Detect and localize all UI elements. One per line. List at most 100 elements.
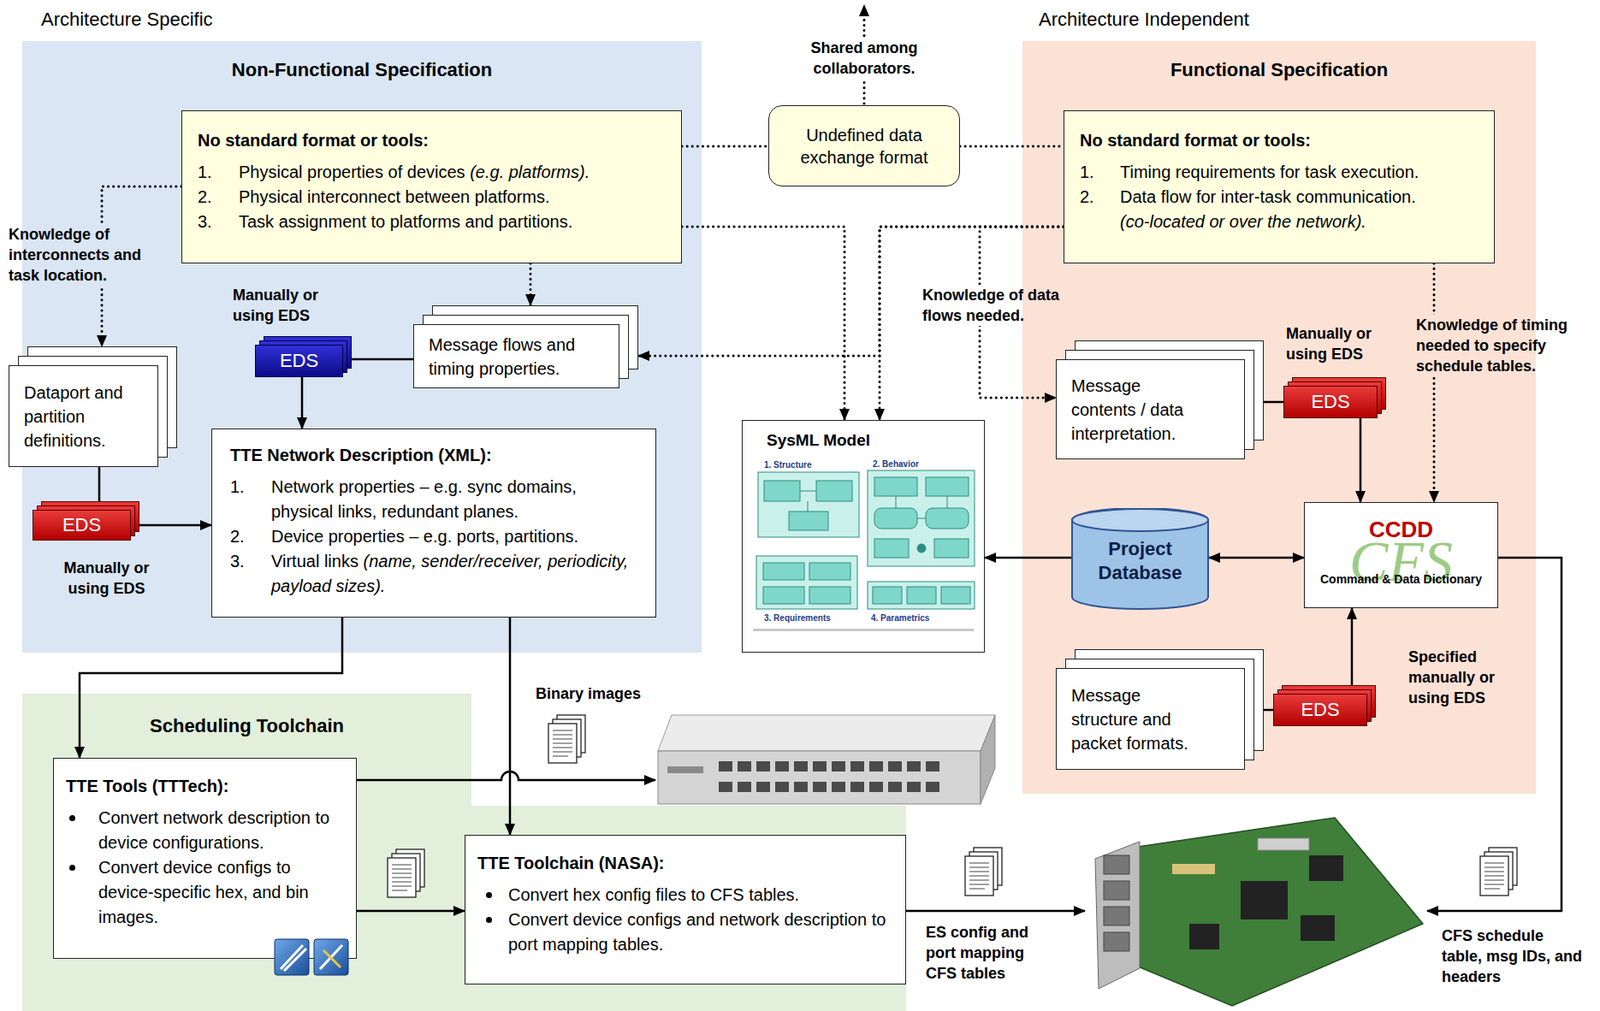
annotation: Knowledge of data flows needed.	[922, 284, 1081, 326]
item-text: Physical properties of devices	[238, 162, 466, 182]
document-icons	[387, 715, 1518, 898]
static-arrows	[356, 557, 1562, 912]
item-note: (co-located or over the network).	[1120, 209, 1479, 235]
box-heading: TTE Tools (TTTech):	[65, 774, 346, 800]
eds-label: EDS	[1310, 391, 1350, 414]
connector	[1244, 401, 1284, 404]
connector	[960, 145, 1064, 149]
item-text: Data flow for inter-task communication.	[1120, 187, 1417, 207]
diagram-part-label: 1. Structure	[764, 459, 812, 471]
annotation: CFS schedule table, msg IDs, and headers	[1441, 925, 1583, 988]
connector	[509, 617, 512, 836]
item-number: 1.	[1079, 160, 1095, 185]
connector	[979, 226, 1064, 398]
shared-arrow	[864, 5, 866, 104]
note-line	[752, 628, 974, 632]
document-label: Dataport and partition definitions.	[8, 375, 159, 458]
item-text: Convert device configs and network descr…	[508, 910, 886, 955]
diagram-part-label: 3. Requirements	[764, 612, 831, 624]
item-text: Timing requirements for task execution.	[1120, 162, 1419, 182]
database-label: Project Database	[1071, 508, 1209, 586]
connector	[1359, 418, 1363, 503]
connector	[1208, 557, 1304, 560]
list-item: Convert device configs to device-specifi…	[65, 855, 346, 931]
annotation: Manually or using EDS	[232, 284, 340, 326]
connector	[529, 263, 533, 306]
annotation: Specified manually or using EDS	[1408, 646, 1524, 709]
connector	[1351, 608, 1354, 694]
document-stack: Message flows and timing properties.	[413, 324, 620, 389]
network-switch	[657, 715, 996, 805]
logo-subtitle: Command & Data Dictionary	[1304, 571, 1498, 587]
document-stack: Message contents / data interpretation.	[1055, 359, 1245, 460]
section-title: Architecture Specific	[41, 6, 214, 32]
eds-stack: EDS	[1283, 385, 1378, 419]
list-item: Convert device configs and network descr…	[477, 907, 894, 958]
database-cylinder: Project Database	[1071, 508, 1209, 611]
process-box: TTE Network Description (XML):1.Network …	[211, 428, 657, 618]
list-item: 2. Physical interconnect between platform…	[197, 184, 666, 210]
item-text: Convert network description to device co…	[98, 808, 330, 853]
circuit-board	[1095, 817, 1423, 1007]
connector	[101, 186, 182, 347]
item-number: 1.	[230, 474, 245, 500]
connector	[681, 145, 769, 149]
list-item: 2. Data flow for inter-task communication…	[1079, 184, 1479, 235]
annotation: Manually or using EDS	[1285, 323, 1393, 365]
item-text: Physical interconnect between platforms.	[238, 187, 551, 207]
list-item: 3.Virtual links(name, sender/receiver, p…	[230, 549, 640, 599]
item-text: Convert device configs to device-specifi…	[98, 858, 309, 927]
region-heading: Scheduling Toolchain	[22, 714, 472, 739]
document-stack: Dataport and partition definitions.	[8, 365, 159, 468]
bullet-dot	[69, 865, 76, 872]
connector	[638, 226, 1064, 356]
note-box: No standard format or tools: 1. Timing req…	[1063, 110, 1495, 264]
eds-stack: EDS	[1273, 693, 1368, 727]
box-label: Undefined data exchange format	[782, 124, 946, 169]
list-item: Convert hex config files to CFS tables.	[477, 882, 894, 908]
eds-label: EDS	[279, 349, 319, 373]
sysml-illustration	[756, 470, 975, 610]
item-text: Convert hex config files to CFS tables.	[508, 885, 800, 905]
diagram-part-label: 2. Behavior	[872, 458, 919, 470]
document-label: Message contents / data interpretation.	[1055, 368, 1245, 451]
list-item: 3.Task assignment to platforms and parti…	[197, 209, 666, 235]
eds-label: EDS	[62, 514, 101, 537]
model-title: SysML Model	[766, 431, 871, 451]
process-box: TTE Tools (TTTech): Convert network descr…	[53, 758, 357, 960]
connector	[984, 557, 1072, 560]
item-text: Virtual links	[271, 551, 359, 571]
bullet-dot	[485, 892, 492, 899]
annotation: Knowledge of timing needed to specify sc…	[1416, 314, 1588, 377]
box-heading: TTE Toolchain (NASA):	[477, 851, 894, 877]
bullet-dot	[69, 815, 76, 822]
connector	[1433, 263, 1436, 503]
note-box: No standard format or tools:1.Physical p…	[181, 110, 682, 264]
annotation: Shared among collaborators.	[800, 37, 929, 79]
eds-label: EDS	[1300, 699, 1340, 722]
region-heading: Functional Specification	[1022, 58, 1536, 83]
annotation: ES config and port mapping CFS tables	[925, 922, 1055, 984]
connector	[1244, 709, 1274, 712]
item-number: 3.	[230, 549, 245, 575]
diagram-part-label: 4. Parametrics	[871, 612, 930, 624]
item-number: 2.	[230, 524, 245, 550]
box-heading: No standard format or tools:	[1079, 128, 1479, 154]
process-box: TTE Toolchain (NASA): Convert hex config …	[464, 835, 907, 985]
item-number: 2.	[1079, 184, 1095, 210]
connector	[98, 467, 101, 510]
list-item: 1.Network properties – e.g. sync domains…	[230, 474, 640, 525]
list-item: Convert network description to device co…	[65, 805, 346, 856]
dictionary-box: CCDDCFSCommand & Data Dictionary	[1303, 502, 1499, 609]
connector	[879, 226, 1064, 421]
list-item: 2.Device properties – e.g. ports, partit…	[230, 524, 640, 550]
eds-stack: EDS	[254, 344, 344, 378]
item-number: 2.	[197, 184, 213, 210]
item-note: (e.g. platforms).	[469, 162, 590, 182]
connector	[130, 524, 212, 528]
exchange-box: Undefined data exchange format	[768, 105, 960, 187]
bullet-dot	[485, 917, 492, 924]
logo-title: CCDD	[1304, 516, 1498, 543]
list-item: 1. Timing requirements for task execution…	[1079, 160, 1479, 185]
